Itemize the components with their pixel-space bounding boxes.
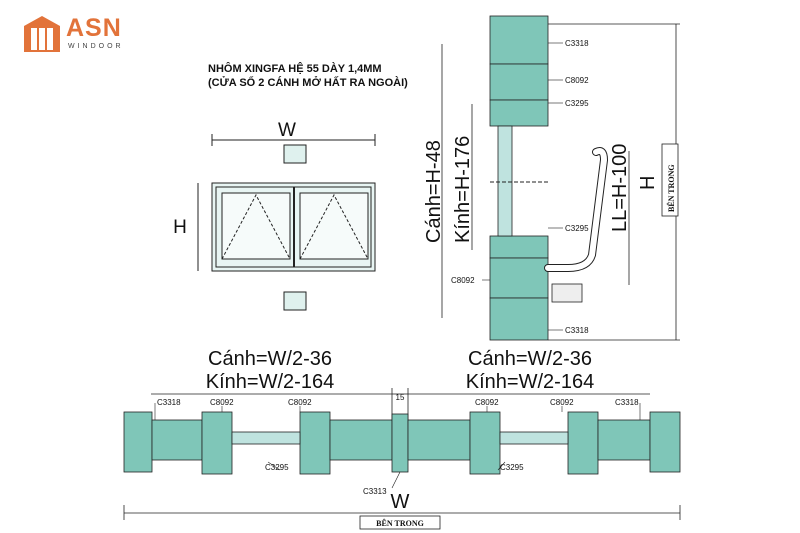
h-gap-dimension: 15	[396, 393, 405, 402]
v-code-c3318-top: C3318	[565, 39, 589, 48]
h-code-c8092-3: C8092	[475, 398, 499, 407]
h-ben-trong-label: BÊN TRONG	[376, 518, 424, 528]
vertical-section	[441, 15, 680, 341]
window-elevation	[197, 134, 376, 311]
v-code-c3295-top: C3295	[565, 99, 589, 108]
h-w-dimension: W	[391, 491, 410, 513]
brand-name: ASN	[66, 14, 122, 42]
drawing-title: NHÔM XINGFA HỆ 55 DÀY 1,4MM (CỬA SỔ 2 CÁ…	[208, 62, 408, 90]
h-left-kinh: Kính=W/2-164	[206, 371, 334, 393]
h-code-c8092-1: C8092	[210, 398, 234, 407]
v-code-c3295-bottom: C3295	[565, 224, 589, 233]
title-line-1: NHÔM XINGFA HỆ 55 DÀY 1,4MM	[208, 63, 382, 75]
v-ben-trong-label: BÊN TRONG	[666, 164, 676, 212]
h-code-c3318-right: C3318	[615, 398, 639, 407]
h-right-kinh: Kính=W/2-164	[466, 371, 594, 393]
v-canh-dimension: Cánh=H-48	[423, 140, 445, 243]
horizontal-section	[123, 388, 681, 520]
logo-mark-icon	[24, 16, 60, 52]
h-right-canh: Cánh=W/2-36	[468, 348, 592, 370]
v-kinh-dimension: Kính=H-176	[452, 136, 474, 243]
h-code-c3295-left: C3295	[265, 463, 289, 472]
v-h-dimension: H	[637, 176, 659, 190]
h-left-canh: Cánh=W/2-36	[208, 348, 332, 370]
brand-logo: ASN WINDOOR	[22, 14, 132, 58]
h-code-c3318-left: C3318	[157, 398, 181, 407]
v-code-c8092-top: C8092	[565, 76, 589, 85]
elevation-height-label: H	[173, 217, 187, 238]
h-code-c3313: C3313	[363, 487, 387, 496]
v-ll-dimension: LL=H-100	[609, 144, 631, 232]
title-line-2: (CỬA SỔ 2 CÁNH MỞ HẤT RA NGOÀI)	[208, 77, 408, 89]
h-code-c3295-right: C3295	[500, 463, 524, 472]
brand-tagline: WINDOOR	[68, 43, 124, 50]
v-code-c8092-bottom: C8092	[451, 276, 475, 285]
h-code-c8092-2: C8092	[288, 398, 312, 407]
elevation-width-label: W	[278, 120, 296, 141]
v-code-c3318-bottom: C3318	[565, 326, 589, 335]
h-code-c8092-4: C8092	[550, 398, 574, 407]
